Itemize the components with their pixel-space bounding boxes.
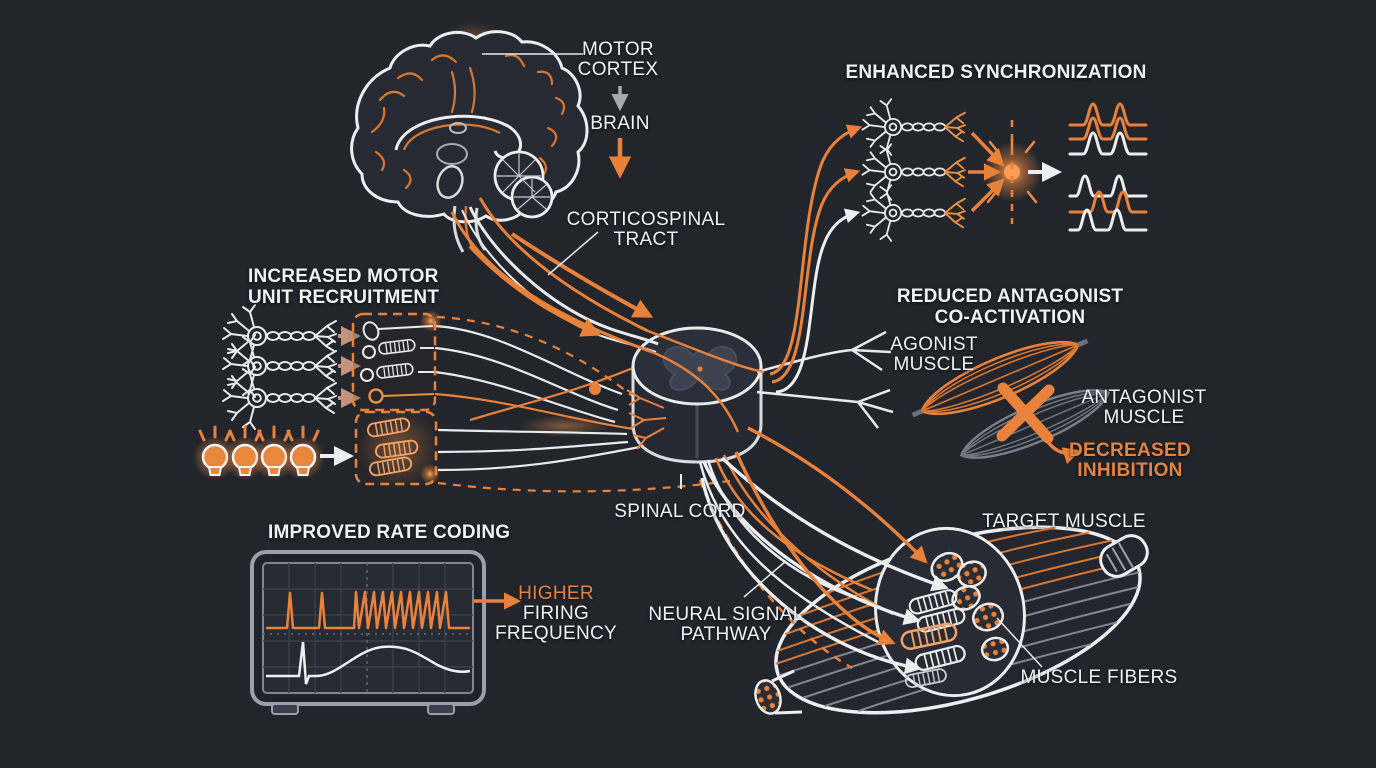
- brain-illustration: [350, 22, 589, 253]
- pathway-pointer-line: [743, 560, 787, 598]
- spike-train-trace: [266, 590, 470, 630]
- spinal-nerve-twigs-left: [626, 389, 667, 450]
- spinal-cord-illustration: [626, 326, 894, 489]
- antagonist-illustration: [911, 338, 1111, 465]
- corticospinal-arrow: [510, 232, 654, 318]
- central-canal-dot: [697, 366, 703, 372]
- blocked-x-icon: [996, 382, 1055, 444]
- brain-flow-arrows: [482, 53, 632, 179]
- recruitment-fibers: [434, 315, 731, 493]
- brain-label: BRAIN: [590, 113, 650, 134]
- muscle-fascicles: [930, 551, 1010, 662]
- force-curve-trace: [266, 641, 471, 685]
- reduced-antagonist-title: REDUCED ANTAGONIST CO-ACTIVATION: [896, 286, 1124, 328]
- pons: [436, 165, 464, 199]
- corticospinal-tract: [450, 197, 765, 433]
- tendon-left-stump: [754, 669, 803, 715]
- target-muscle-illustration: [754, 525, 1149, 715]
- glow-rays: [977, 137, 1038, 204]
- muscle-fibers-pointer-line: [996, 617, 1043, 668]
- tendon-right: [1099, 534, 1149, 578]
- enhanced-synchronization-title: ENHANCED SYNCHRONIZATION: [845, 62, 1147, 83]
- brainstem: [452, 205, 487, 253]
- waveform-trace: [1068, 102, 1148, 127]
- sync-neurons: [861, 98, 966, 242]
- label-pointer-lines: [743, 560, 1043, 668]
- oscilloscope: [250, 550, 522, 715]
- firing-frequency-label: HIGHER FIRING FREQUENCY: [495, 583, 617, 644]
- improved-rate-coding-title: IMPROVED RATE CODING: [268, 522, 511, 543]
- muscle-fibers-label: MUSCLE FIBERS: [1020, 667, 1178, 688]
- spinal-cord-label: SPINAL CORD: [614, 501, 746, 522]
- spinal-nerve-branches-right: [756, 330, 894, 429]
- thalamus: [436, 143, 468, 165]
- light-bulbs: [191, 425, 354, 482]
- motor-cortex-label: MOTOR CORTEX: [577, 39, 659, 80]
- sync-feeder-curves: [769, 124, 863, 394]
- waveform-trace: [1068, 208, 1148, 232]
- corticospinal-pointer-line: [547, 231, 599, 276]
- waveform-trace: [1068, 174, 1148, 198]
- corticospinal-arrow: [468, 244, 602, 337]
- recruitment-neurons: [222, 304, 337, 430]
- converging-arrows: [968, 131, 1005, 213]
- increased-recruitment-title: INCREASED MOTOR UNIT RECRUITMENT: [248, 266, 440, 308]
- antagonist-muscle-label: ANTAGONIST MUSCLE: [1081, 387, 1207, 428]
- pathway-arrows: [700, 426, 949, 675]
- recruitment-box-bottom: [354, 408, 440, 488]
- waveform-trace: [1068, 116, 1148, 141]
- waveform-trace: [1068, 190, 1148, 214]
- recruitment-box-top: [351, 310, 442, 412]
- decreased-inhibition-label: DECREASED INHIBITION: [1069, 440, 1191, 481]
- sync-waveforms: [1068, 102, 1148, 232]
- synapse-node-dot: [589, 383, 601, 395]
- decreased-inhibition-arrow: [1046, 440, 1082, 465]
- recruited-unit-dot: [368, 388, 384, 404]
- agonist-muscle-label: AGONIST MUSCLE: [890, 334, 978, 375]
- sync-convergence: [968, 120, 1062, 224]
- agonist-muscle-icon: [911, 338, 1089, 418]
- corticospinal-tract-label: CORTICOSPINAL TRACT: [566, 209, 726, 250]
- neural-signal-pathway-label: NEURAL SIGNAL PATHWAY: [648, 604, 804, 645]
- motor-unit-loop-icon: [362, 321, 380, 341]
- cerebellum: [493, 150, 554, 219]
- target-muscle-label: TARGET MUSCLE: [982, 511, 1146, 532]
- waveform-trace: [1068, 131, 1148, 156]
